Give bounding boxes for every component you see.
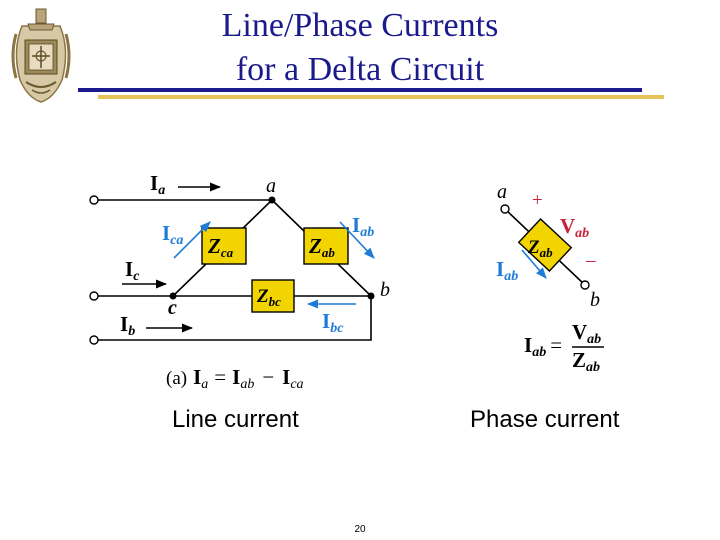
current-c-label: Ic [125, 257, 140, 284]
node-a-dot [268, 196, 276, 204]
current-a-label: Ia [150, 171, 165, 198]
terminal-b [89, 335, 99, 345]
page-number: 20 [354, 524, 366, 535]
title-underline-gold [98, 95, 664, 99]
terminal-a [89, 195, 99, 205]
current-bc-label: Ibc [322, 309, 344, 336]
phase-equation-denominator: Zab [572, 348, 600, 375]
node-b-label: b [380, 279, 390, 301]
single-phase-diagram: Zab [500, 204, 590, 290]
right-node-b-label: b [590, 289, 600, 311]
right-node-a-label: a [497, 181, 507, 203]
title-underline-blue [78, 88, 642, 92]
voltage-plus-sign: + [532, 190, 543, 211]
voltage-label: Vab [560, 214, 589, 241]
current-ab-arrow [339, 221, 375, 259]
phase-equation-numerator: Vab [572, 320, 601, 347]
current-ca-label: Ica [162, 221, 183, 248]
node-c-label: c [168, 297, 177, 319]
line-current-caption: Line current [172, 406, 299, 433]
impedance-ca-label: Zca [207, 234, 234, 260]
node-b-dot [367, 292, 375, 300]
impedance-ab-box [303, 227, 349, 265]
impedance-ca-box [201, 227, 247, 265]
voltage-minus-sign: – [585, 250, 596, 271]
right-current-label: Iab [496, 257, 518, 284]
slide-title-line1: Line/Phase Currents [221, 7, 499, 44]
current-ca-arrow [173, 221, 211, 259]
phase-current-caption: Phase current [470, 406, 620, 433]
terminal-c [89, 291, 99, 301]
impedance-bc-label: Zbc [256, 286, 281, 309]
slide-title-line2: for a Delta Circuit [235, 51, 485, 88]
node-a-label: a [266, 175, 276, 197]
right-impedance-box [517, 217, 573, 273]
naval-academy-crest-icon [11, 8, 71, 103]
right-terminal-b [580, 280, 590, 290]
line-current-equation: (a)Ia=Iab−Ica [166, 365, 304, 392]
right-impedance-label: Zab [527, 237, 553, 260]
phase-equation-lhs: Iab= [524, 333, 562, 360]
current-ab-label: Iab [352, 213, 374, 240]
node-c-dot [169, 292, 177, 300]
right-current-arrow [521, 249, 547, 279]
impedance-bc-box [251, 279, 295, 313]
right-terminal-a [500, 204, 510, 214]
current-b-label: Ib [120, 312, 135, 339]
impedance-ab-label: Zab [308, 234, 335, 260]
